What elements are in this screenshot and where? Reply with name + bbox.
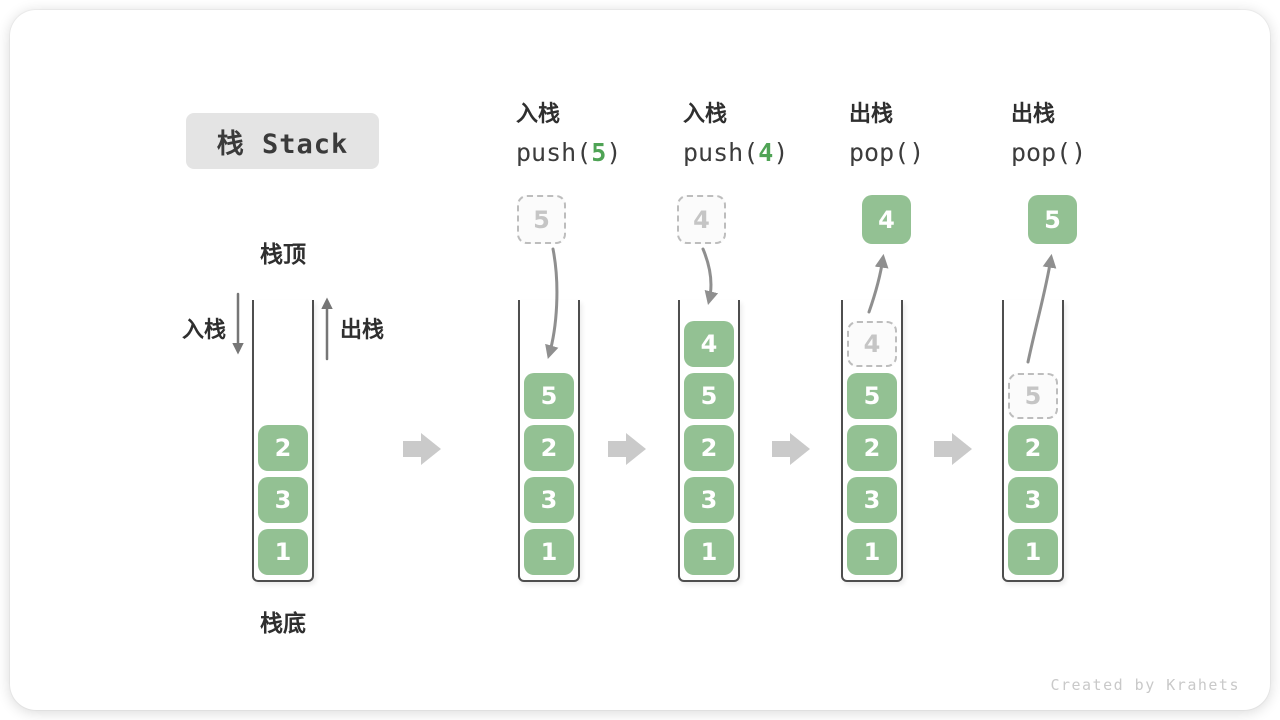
code-text: push( — [683, 138, 759, 167]
stack-cell: 1 — [847, 529, 897, 575]
floating-ghost-cell: 4 — [677, 195, 726, 244]
pop-label: 出栈 — [340, 318, 385, 343]
code-text: push( — [516, 138, 592, 167]
floating-ghost-cell: 5 — [517, 195, 566, 244]
code-text: pop( — [849, 138, 910, 167]
operation-header-pop2: 出栈 pop() — [1011, 102, 1181, 166]
stack-cell: 1 — [524, 529, 574, 575]
push-label: 入栈 — [182, 318, 227, 343]
stack-cell: 3 — [1008, 477, 1058, 523]
ghost-slot-cell: 5 — [1008, 373, 1058, 419]
stack-cell: 1 — [684, 529, 734, 575]
stack-cell: 4 — [684, 321, 734, 367]
code-text: ) — [773, 138, 789, 167]
operation-code: push(5) — [516, 140, 686, 165]
diagram-title: 栈 Stack — [186, 113, 379, 169]
code-arg: 5 — [591, 138, 607, 167]
operation-header-push4: 入栈 push(4) — [683, 102, 853, 166]
operation-code: pop() — [1011, 140, 1181, 165]
stack-cell: 2 — [524, 425, 574, 471]
code-text: ) — [909, 138, 925, 167]
stack-cell: 3 — [524, 477, 574, 523]
watermark: Created by Krahets — [1050, 676, 1240, 694]
stack-cell: 5 — [524, 373, 574, 419]
popped-cell: 4 — [862, 195, 911, 244]
code-arg: 4 — [758, 138, 774, 167]
stack-top-label: 栈顶 — [260, 242, 306, 268]
stack-cell: 5 — [847, 373, 897, 419]
operation-label: 出栈 — [849, 102, 894, 127]
ghost-slot-cell: 4 — [847, 321, 897, 367]
stack-cell: 2 — [847, 425, 897, 471]
stack-cell: 5 — [684, 373, 734, 419]
operation-label: 入栈 — [516, 102, 561, 127]
stack-cell: 3 — [847, 477, 897, 523]
operation-header-pop1: 出栈 pop() — [849, 102, 1019, 166]
diagram-title-text: 栈 Stack — [216, 128, 349, 160]
stack-cell: 2 — [684, 425, 734, 471]
operation-label: 入栈 — [683, 102, 728, 127]
popped-cell: 5 — [1028, 195, 1077, 244]
operation-label: 出栈 — [1011, 102, 1056, 127]
operation-code: pop() — [849, 140, 1019, 165]
code-text: pop( — [1011, 138, 1072, 167]
stack-cell: 1 — [1008, 529, 1058, 575]
stack-cell: 3 — [258, 477, 308, 523]
stack-cell: 2 — [258, 425, 308, 471]
code-text: ) — [1071, 138, 1087, 167]
stack-cell: 2 — [1008, 425, 1058, 471]
stack-cell: 1 — [258, 529, 308, 575]
operation-code: push(4) — [683, 140, 853, 165]
stack-bottom-label: 栈底 — [260, 611, 306, 637]
operation-header-push5: 入栈 push(5) — [516, 102, 686, 166]
stack-cell: 3 — [684, 477, 734, 523]
code-text: ) — [606, 138, 622, 167]
